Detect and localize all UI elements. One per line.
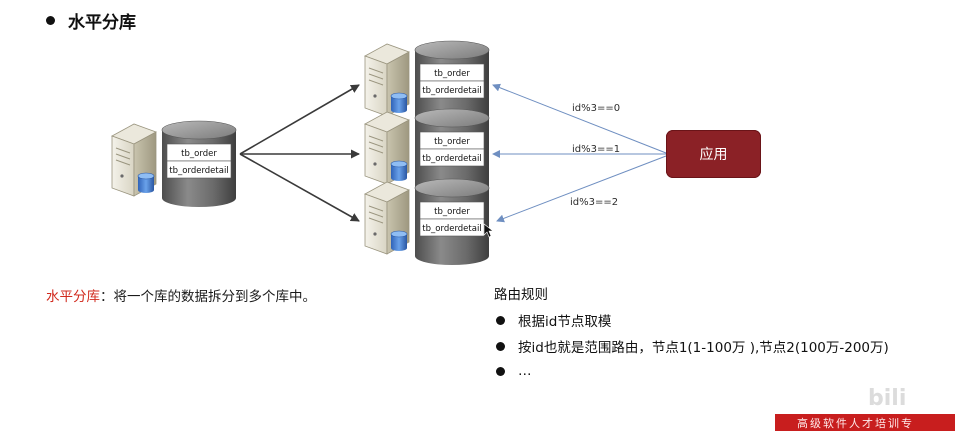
application-label: 应用 — [699, 147, 728, 163]
split-arrow-2 — [239, 153, 360, 222]
routing-rule-text: 按id也就是范围路由，节点1(1-100万 ),节点2(100万-200万) — [518, 340, 889, 356]
description: 水平分库：将一个库的数据拆分到多个库中。 — [46, 285, 316, 305]
heading-text: 水平分库 — [68, 12, 136, 33]
routing-rule-item: 根据id节点取模 — [496, 310, 611, 330]
table-label-order: tb_order — [434, 137, 470, 147]
routing-rules-title: 路由规则 — [494, 287, 548, 303]
table-label-detail: tb_orderdetail — [422, 224, 481, 234]
bullet-icon — [46, 15, 55, 25]
shard-database-2: tb_order tb_orderdetail — [364, 178, 490, 266]
routing-rule-item: 按id也就是范围路由，节点1(1-100万 ),节点2(100万-200万) — [496, 336, 889, 356]
bullet-icon — [496, 366, 505, 376]
table-label-detail: tb_orderdetail — [422, 86, 481, 96]
shard-database-1: tb_order tb_orderdetail — [364, 108, 490, 196]
application-node: 应用 — [666, 130, 761, 178]
section-heading: 水平分库 — [46, 8, 136, 33]
table-label-detail: tb_orderdetail — [169, 166, 228, 176]
cursor-icon — [483, 223, 494, 238]
bullet-icon — [496, 315, 505, 325]
route-arrow-0 — [492, 83, 667, 154]
bullet-icon — [496, 341, 505, 351]
route-condition-0: id%3==0 — [572, 103, 620, 114]
footer-banner: 高级软件人才培训专 — [775, 414, 955, 431]
split-arrow-0 — [239, 84, 360, 155]
routing-rule-text: 根据id节点取模 — [518, 314, 612, 330]
table-label-order: tb_order — [434, 207, 470, 217]
source-database: tb_order tb_orderdetail — [111, 120, 237, 208]
description-key: 水平分库 — [46, 289, 100, 305]
route-arrow-2 — [496, 155, 667, 223]
shard-database-0: tb_order tb_orderdetail — [364, 40, 490, 128]
footer-banner-text: 高级软件人才培训专 — [797, 417, 914, 430]
table-label-order: tb_order — [434, 69, 470, 79]
routing-rule-text: … — [518, 363, 532, 379]
watermark-logo: bili — [868, 386, 907, 411]
route-condition-2: id%3==2 — [570, 197, 618, 208]
route-condition-1: id%3==1 — [572, 144, 620, 155]
table-label-detail: tb_orderdetail — [422, 154, 481, 164]
table-label-order: tb_order — [181, 149, 217, 159]
sharding-diagram: tb_order tb_orderdetail tb_order tb_orde… — [111, 40, 667, 266]
description-text: ：将一个库的数据拆分到多个库中。 — [100, 289, 316, 305]
routing-rule-item: … — [496, 363, 532, 379]
